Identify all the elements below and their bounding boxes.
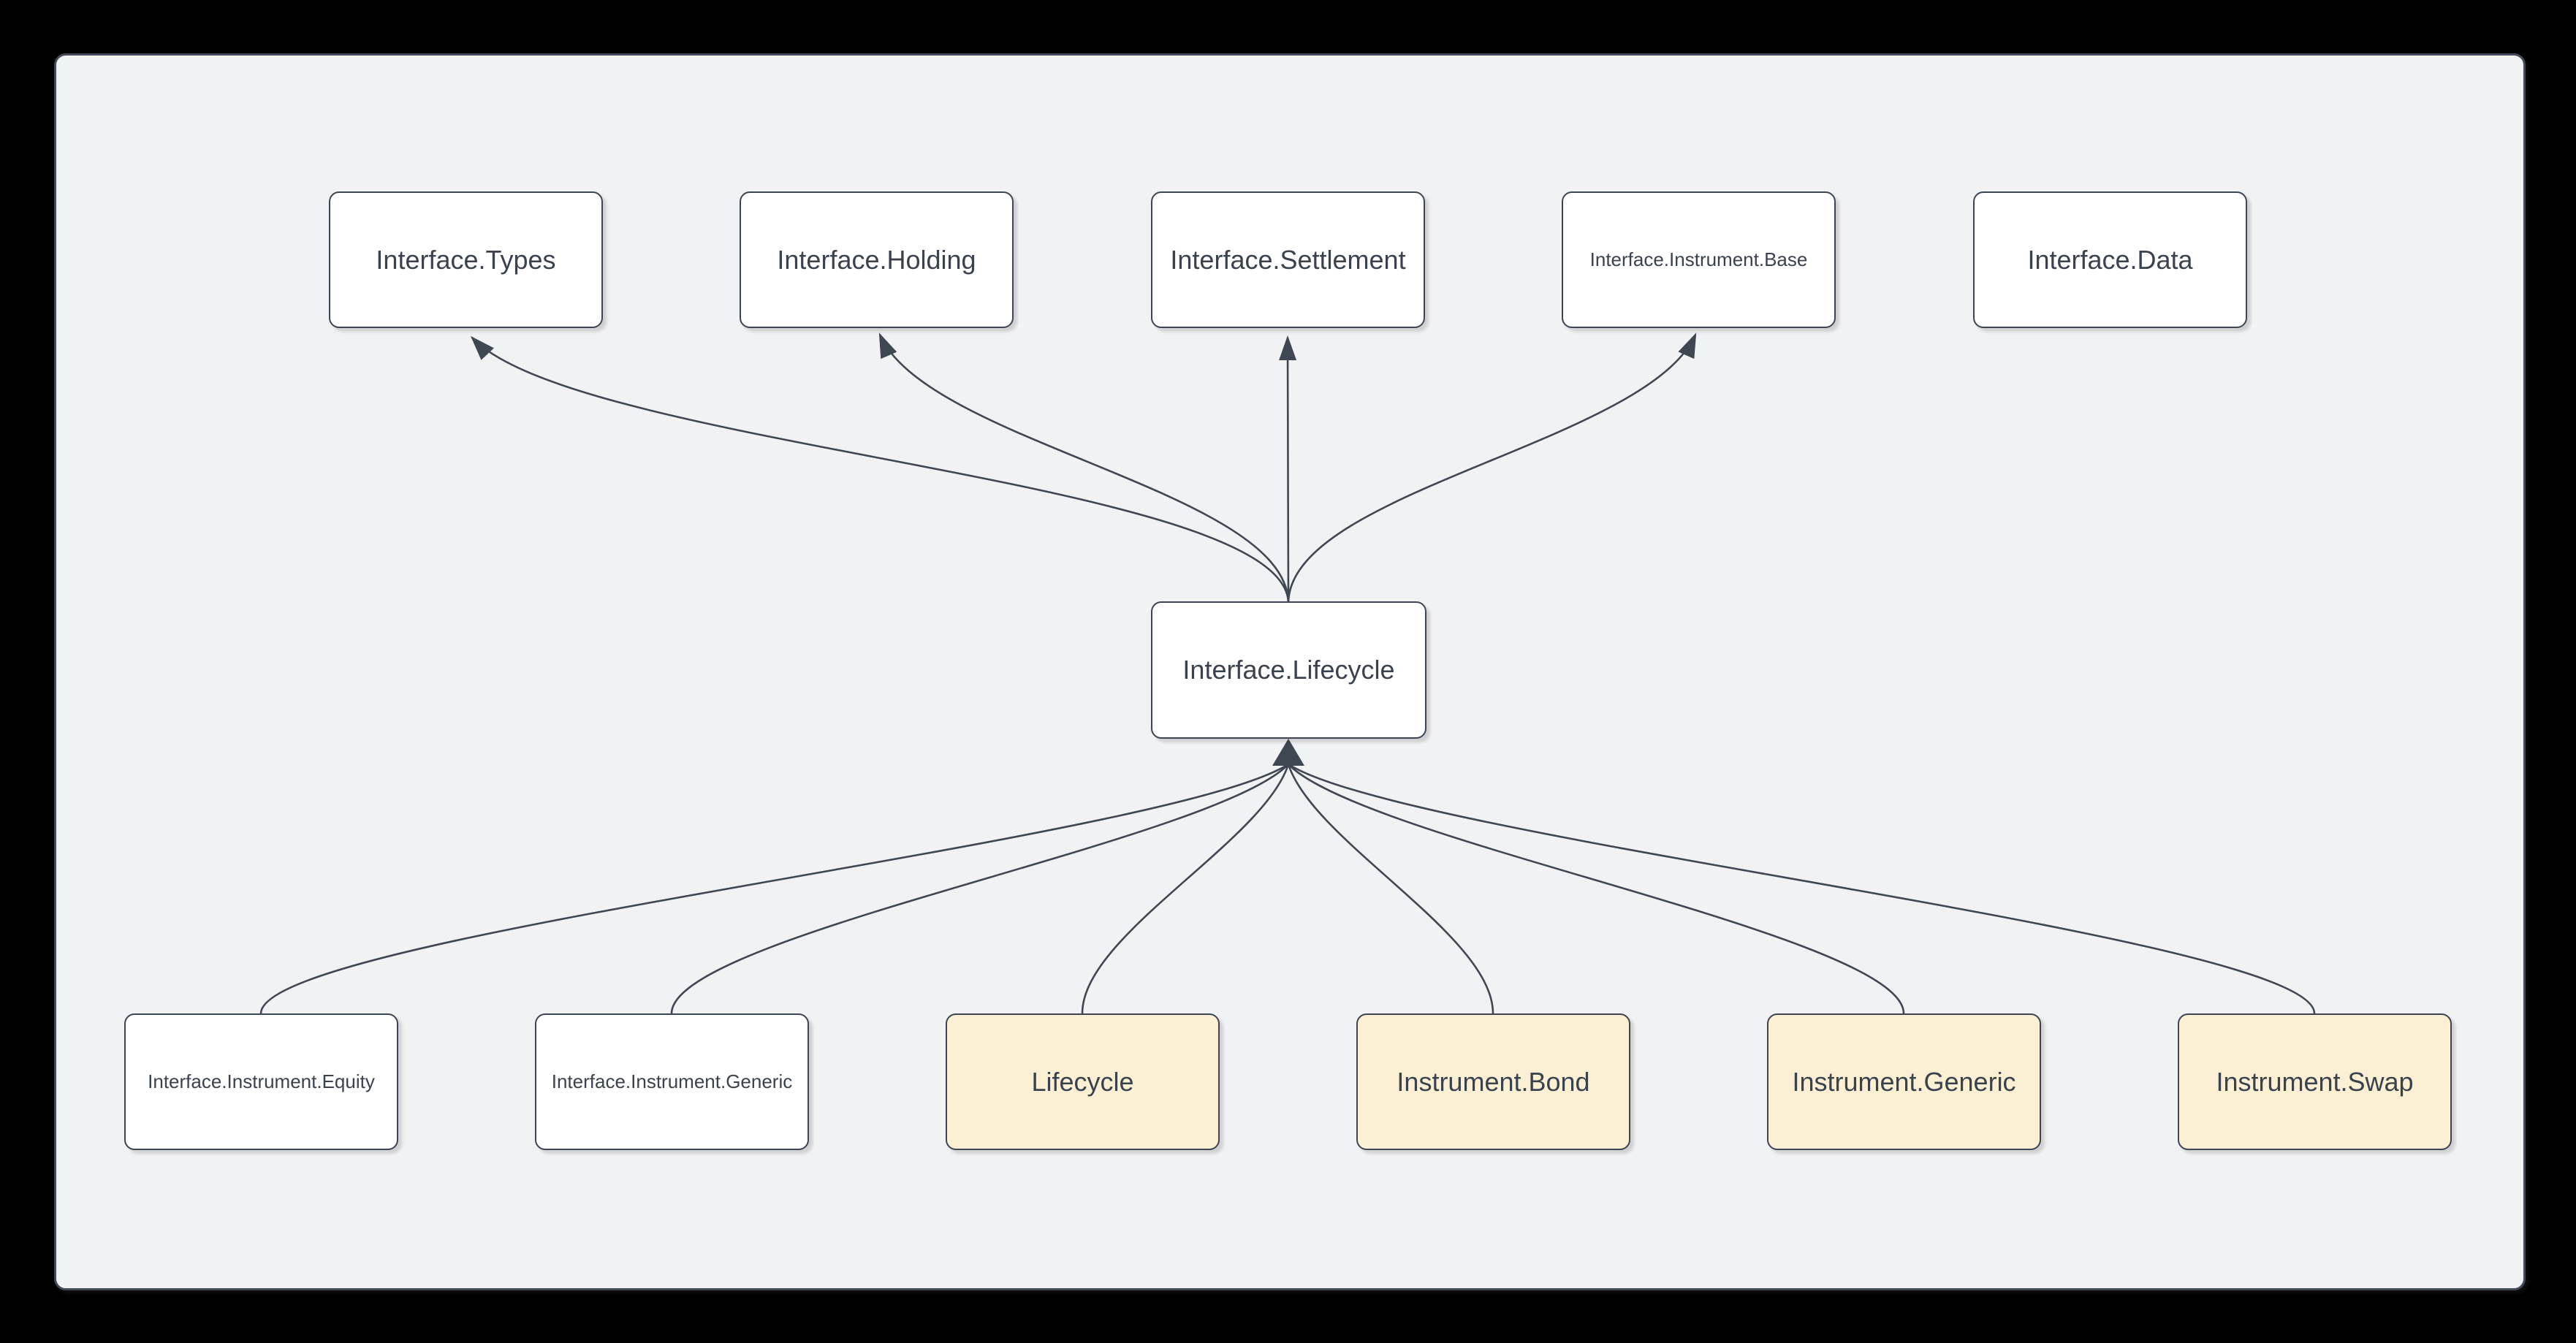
edge-interface-lifecycle-to-interface-holding — [878, 332, 1290, 604]
edge-instrument-bond-to-interface-lifecycle — [1287, 764, 1494, 1014]
node-interface-holding[interactable]: Interface.Holding — [740, 191, 1014, 328]
edge-instrument-generic-to-interface-lifecycle — [1288, 764, 1905, 1014]
node-label: Interface.Holding — [777, 244, 976, 275]
node-instrument-bond[interactable]: Instrument.Bond — [1356, 1013, 1630, 1150]
node-label: Lifecycle — [1031, 1066, 1134, 1097]
node-label: Instrument.Generic — [1792, 1066, 2016, 1097]
edge-lifecycle-to-interface-lifecycle — [1081, 764, 1290, 1014]
edge-interface-lifecycle-to-interface-types — [470, 335, 1290, 604]
node-interface-lifecycle[interactable]: Interface.Lifecycle — [1151, 601, 1426, 739]
node-label: Instrument.Swap — [2216, 1066, 2414, 1097]
node-interface-types[interactable]: Interface.Types — [329, 191, 603, 328]
edge-instrument-swap-to-interface-lifecycle — [1288, 763, 2316, 1014]
node-interface-instrument-generic[interactable]: Interface.Instrument.Generic — [535, 1013, 809, 1150]
node-label: Interface.Instrument.Generic — [551, 1070, 793, 1092]
edge-interface-instrument-generic-to-interface-lifecycle — [670, 764, 1289, 1014]
node-instrument-generic[interactable]: Instrument.Generic — [1767, 1013, 2041, 1150]
edge-interface-lifecycle-to-interface-instrument-base — [1287, 332, 1697, 604]
node-instrument-swap[interactable]: Instrument.Swap — [2178, 1013, 2452, 1150]
node-interface-instrument-equity[interactable]: Interface.Instrument.Equity — [124, 1013, 398, 1150]
node-label: Interface.Instrument.Equity — [148, 1070, 375, 1092]
converged-arrowhead-icon — [1272, 739, 1304, 766]
node-label: Interface.Lifecycle — [1182, 655, 1395, 685]
node-label: Interface.Instrument.Base — [1589, 248, 1808, 270]
node-interface-settlement[interactable]: Interface.Settlement — [1151, 191, 1425, 328]
edge-interface-instrument-equity-to-interface-lifecycle — [259, 763, 1289, 1014]
node-interface-data[interactable]: Interface.Data — [1973, 191, 2247, 328]
node-label: Instrument.Bond — [1397, 1066, 1590, 1097]
node-label: Interface.Settlement — [1170, 244, 1406, 275]
node-label: Interface.Data — [2027, 244, 2193, 275]
node-interface-instrument-base[interactable]: Interface.Instrument.Base — [1562, 191, 1836, 328]
node-label: Interface.Types — [376, 244, 556, 275]
node-lifecycle[interactable]: Lifecycle — [946, 1013, 1220, 1150]
